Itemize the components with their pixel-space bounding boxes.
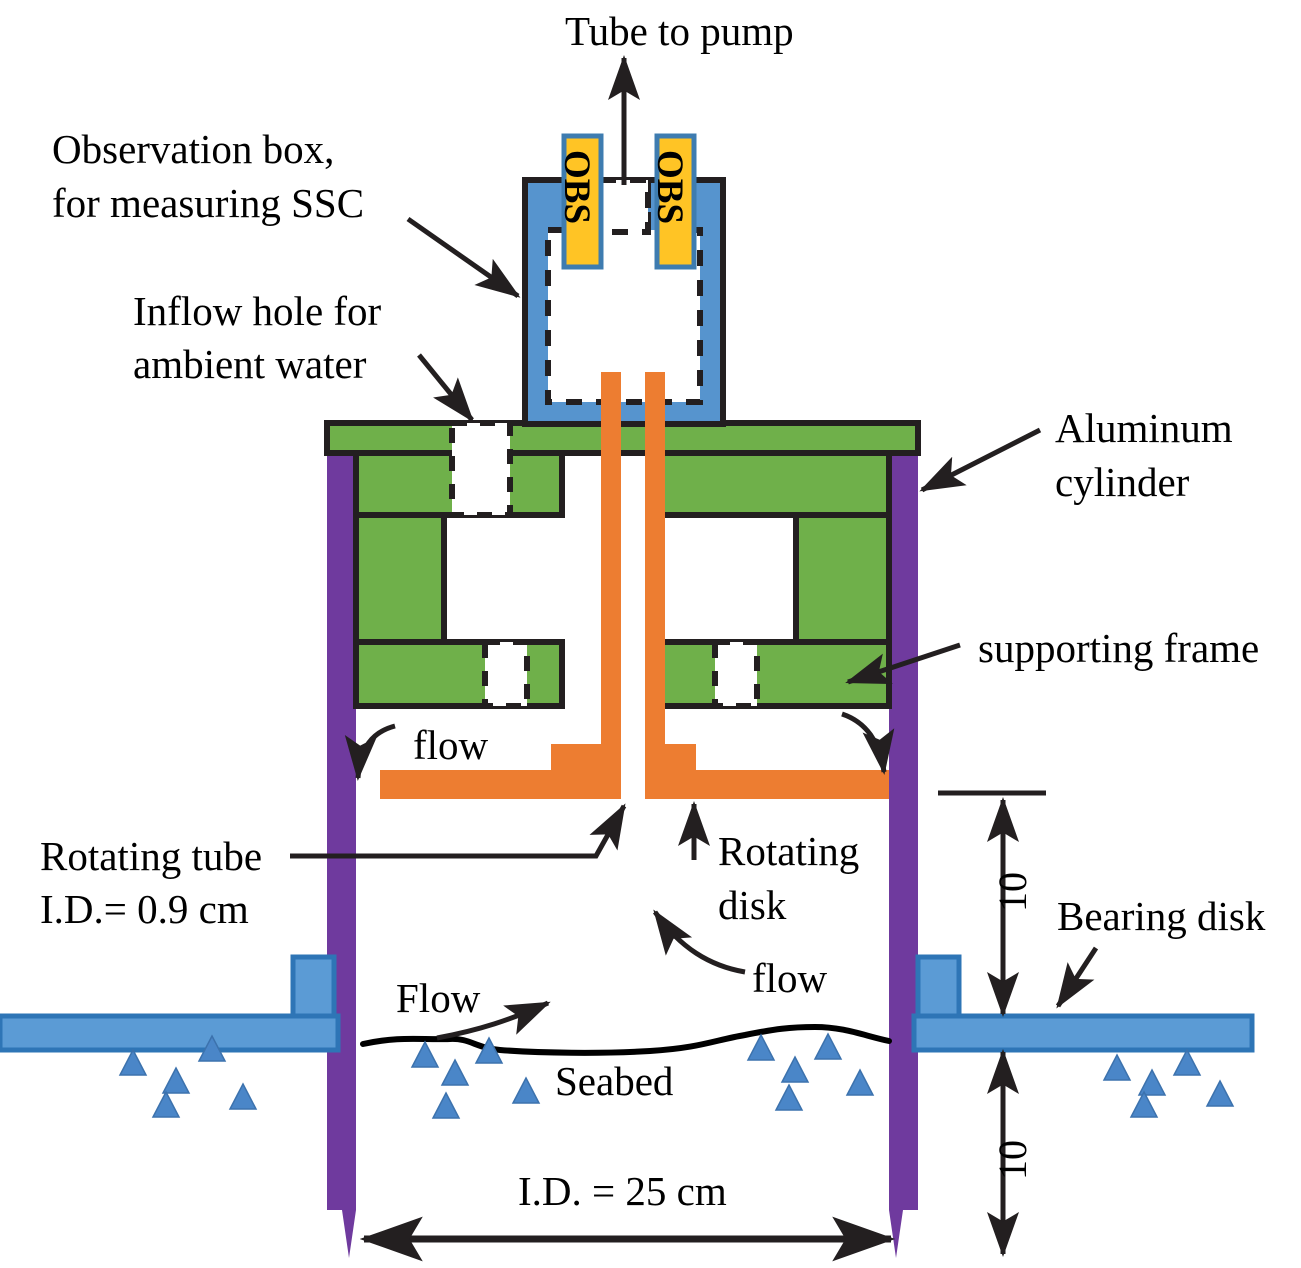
supporting-frame-upper-block-right [651,450,892,518]
sediment-particle [118,1048,148,1076]
rotating-tube-right-wall [645,372,665,744]
sediment-particle [431,1091,461,1119]
flow-curl-right [841,711,895,775]
label-inflow-hole-line1: Inflow hole for [133,288,382,334]
label-flow-seabed: Flow [396,975,481,1021]
sediment-particle [845,1068,875,1096]
obs-sensors-group [561,133,697,270]
rotating-disk-plate-left [380,770,621,799]
aluminum-cylinder-right-wall [889,425,918,1258]
flow-seabed-leader [436,1000,551,1041]
bearing-disk-right-plate [911,1013,1255,1053]
label-depth-below-bed: 10 [990,1140,1035,1180]
label-rotating-tube-line1: Rotating tube [40,833,263,879]
inflow-holes-group [449,420,760,709]
label-observation-box-line2: for measuring SSC [52,180,365,226]
sediment-particle [228,1082,258,1110]
sediment-particle [197,1034,227,1062]
sediment-particle [161,1066,191,1094]
bearing-disk-group [0,954,1255,1053]
aluminum-cylinder-leader [919,427,1042,493]
label-bearing-disk: Bearing disk [1057,893,1266,939]
label-rotating-tube-id: I.D.= 0.9 cm [40,886,249,932]
label-flow-curved: flow [752,955,828,1001]
label-rotating-disk-line2: disk [718,882,787,928]
label-supporting-frame: supporting frame [978,625,1260,671]
supporting-frame-column-right [793,512,892,645]
sediment-particle [774,1083,804,1111]
flow-curved-leader [652,909,746,975]
sediment-particle [746,1033,776,1061]
sediment-particle [511,1076,541,1104]
supporting-frame-lower-block-left [353,639,565,709]
bearing-disk-leader [1055,946,1099,1009]
label-rotating-disk-line1: Rotating [718,828,860,874]
sediment-particle [1137,1068,1167,1096]
aluminum-cylinder-left-wall [327,425,356,1258]
sediment-particles-group [118,1032,1235,1119]
label-inner-diameter: I.D. = 25 cm [518,1168,727,1214]
supporting-frame-leader [845,642,961,685]
sediment-particle [151,1090,181,1118]
sediment-particle [440,1058,470,1086]
bearing-disk-left-collar [290,954,337,1021]
bearing-disk-left-plate [0,1013,341,1053]
bearing-disk-right-collar [915,954,962,1021]
rotating-assembly-group [380,372,889,799]
observation-box-pump-opening [597,177,651,235]
supporting-frame-group [324,420,921,709]
inflow-hole-lower-right [712,639,760,709]
label-seabed: Seabed [555,1058,674,1104]
supporting-frame-lower-block-right [651,639,892,709]
inflow-hole-leader [417,353,474,423]
obs-sensor-right[interactable] [654,133,697,270]
sediment-particle [1102,1053,1132,1081]
label-aluminum-cylinder-line1: Aluminum [1055,405,1233,451]
label-observation-box-line1: Observation box, [52,126,335,172]
supporting-frame-top-flange-right [651,420,921,456]
sediment-particle [780,1055,810,1083]
sediment-particle [1172,1048,1202,1076]
obs-sensor-left[interactable] [561,133,604,270]
obs-sensor-right-label: OBS [649,150,690,225]
inflow-hole-lower-left [482,639,530,709]
inflow-hole-upper [449,420,513,518]
sediment-particle [474,1036,504,1064]
label-height-above-bed: 10 [990,872,1035,912]
label-tube-to-pump: Tube to pump [565,8,794,54]
sediment-particle [1129,1090,1159,1118]
label-aluminum-cylinder-line2: cylinder [1055,459,1190,505]
sediment-particle [813,1032,843,1060]
flow-curl-left [344,723,396,781]
supporting-frame-column-left [353,512,447,645]
dimension-lines-group [359,790,1046,1262]
rotating-disk-plate-right [645,770,889,799]
label-flow-inner: flow [413,722,489,768]
leader-lines-group [290,54,1099,1041]
rotating-tube-leader [290,803,627,859]
seabed-profile-line [360,1023,892,1056]
sediment-particle [410,1040,440,1068]
rotating-tube-left-wall [601,372,621,744]
observation-box-leader [406,216,521,299]
label-inflow-hole-line2: ambient water [133,341,367,387]
sediment-particle [1205,1079,1235,1107]
obs-sensor-left-label: OBS [556,150,597,225]
